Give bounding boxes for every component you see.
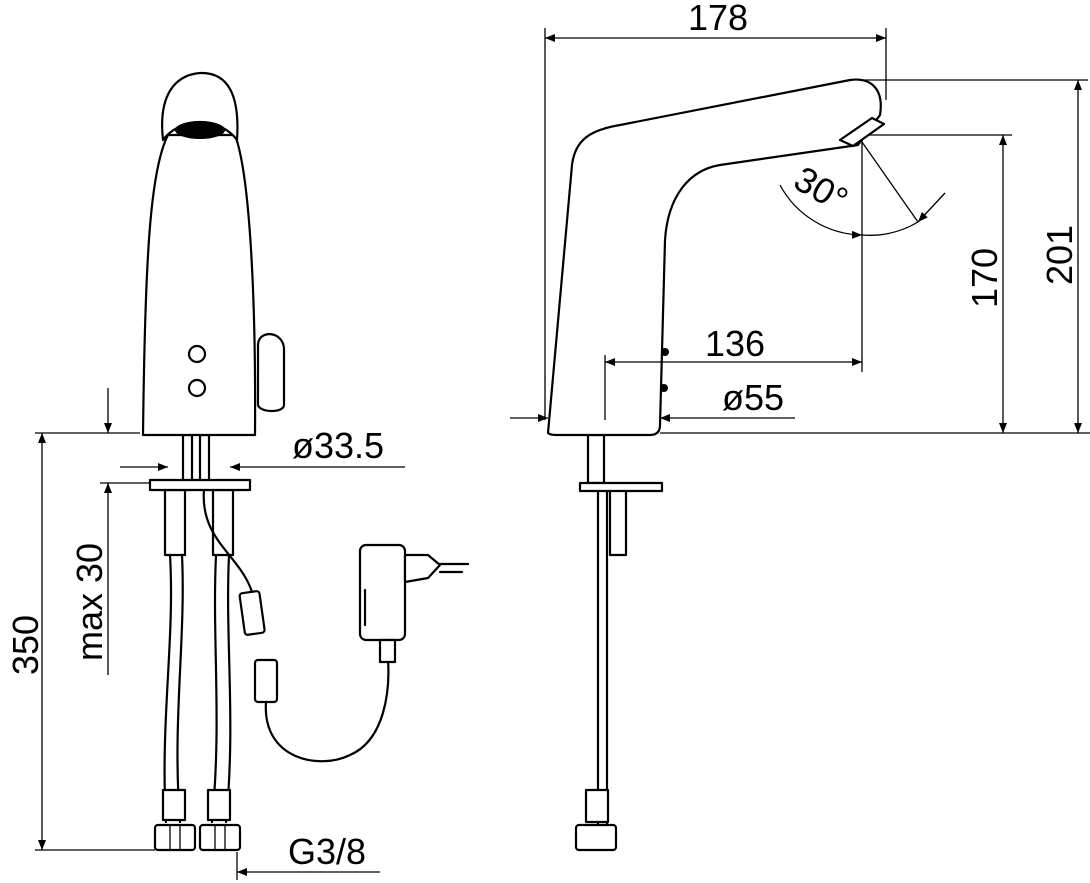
faucet-body-front [141,133,257,437]
adapter-cable [264,658,390,763]
mounting-rod [608,488,628,557]
dim-350: 350 [5,615,46,675]
hose-connector [574,823,618,852]
lever [256,333,286,413]
hose-nut [584,788,610,824]
dim-base-diameter: ø55 [722,377,784,418]
mounting-plate [148,478,252,492]
dim-max-30: max 30 [69,543,110,661]
supply-pipes [153,433,242,852]
dim-170: 170 [964,248,1005,308]
sensor-dot [187,378,207,398]
sensor-cable [202,488,254,594]
dim-178: 178 [688,0,748,38]
dim-spray-angle: 30° [787,158,855,221]
nozzle [838,116,886,148]
side-view: 178 201 170 136 ø55 30° [510,0,1090,852]
threaded-shank [586,433,606,485]
dim-pipe-diameter: ø33.5 [292,425,384,466]
dim-thread: G3/8 [288,831,366,872]
power-adapter [358,543,470,664]
faucet-body-side [546,78,882,437]
supply-pipe-side [596,488,609,832]
dim-201: 201 [1039,225,1080,285]
sensor-dot [660,384,668,392]
dim-136: 136 [705,323,765,364]
front-view: 350 max 30 ø33.5 G3/8 [5,71,470,880]
sensor-dot [187,344,207,364]
sensor-dot [661,348,669,356]
mounting-plate-side [578,481,664,493]
cable-connector [238,590,266,636]
adapter-connector [253,658,279,704]
aerator [175,121,225,139]
